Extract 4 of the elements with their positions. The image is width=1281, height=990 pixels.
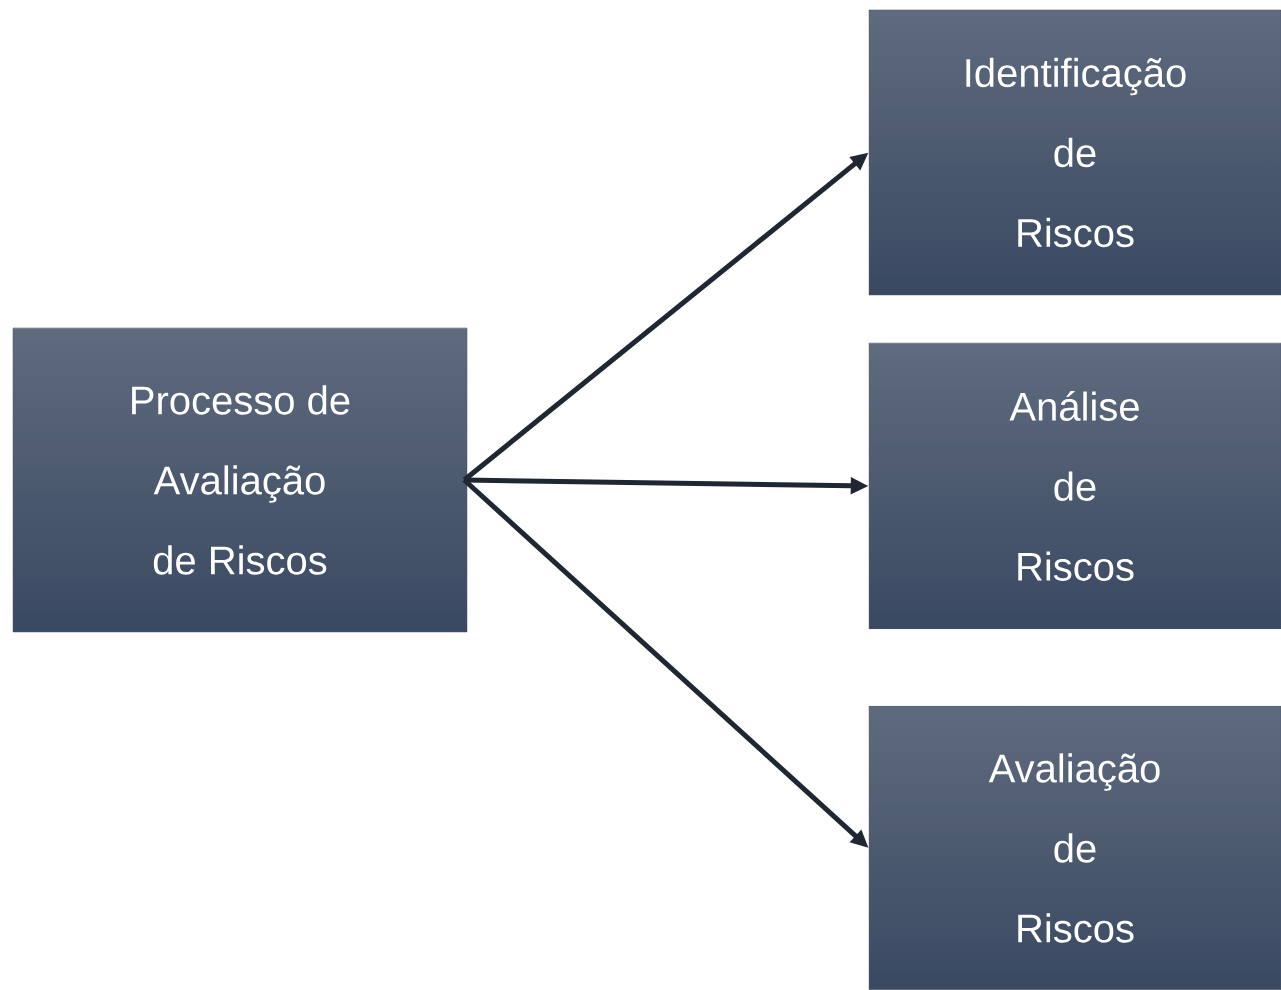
process-box: Avaliação de Riscos [868,705,1281,990]
process-box: Processo de Avaliação de Riscos [12,327,468,633]
process-box: Análise de Riscos [868,342,1281,630]
process-box: Identificação de Riscos [868,9,1281,296]
